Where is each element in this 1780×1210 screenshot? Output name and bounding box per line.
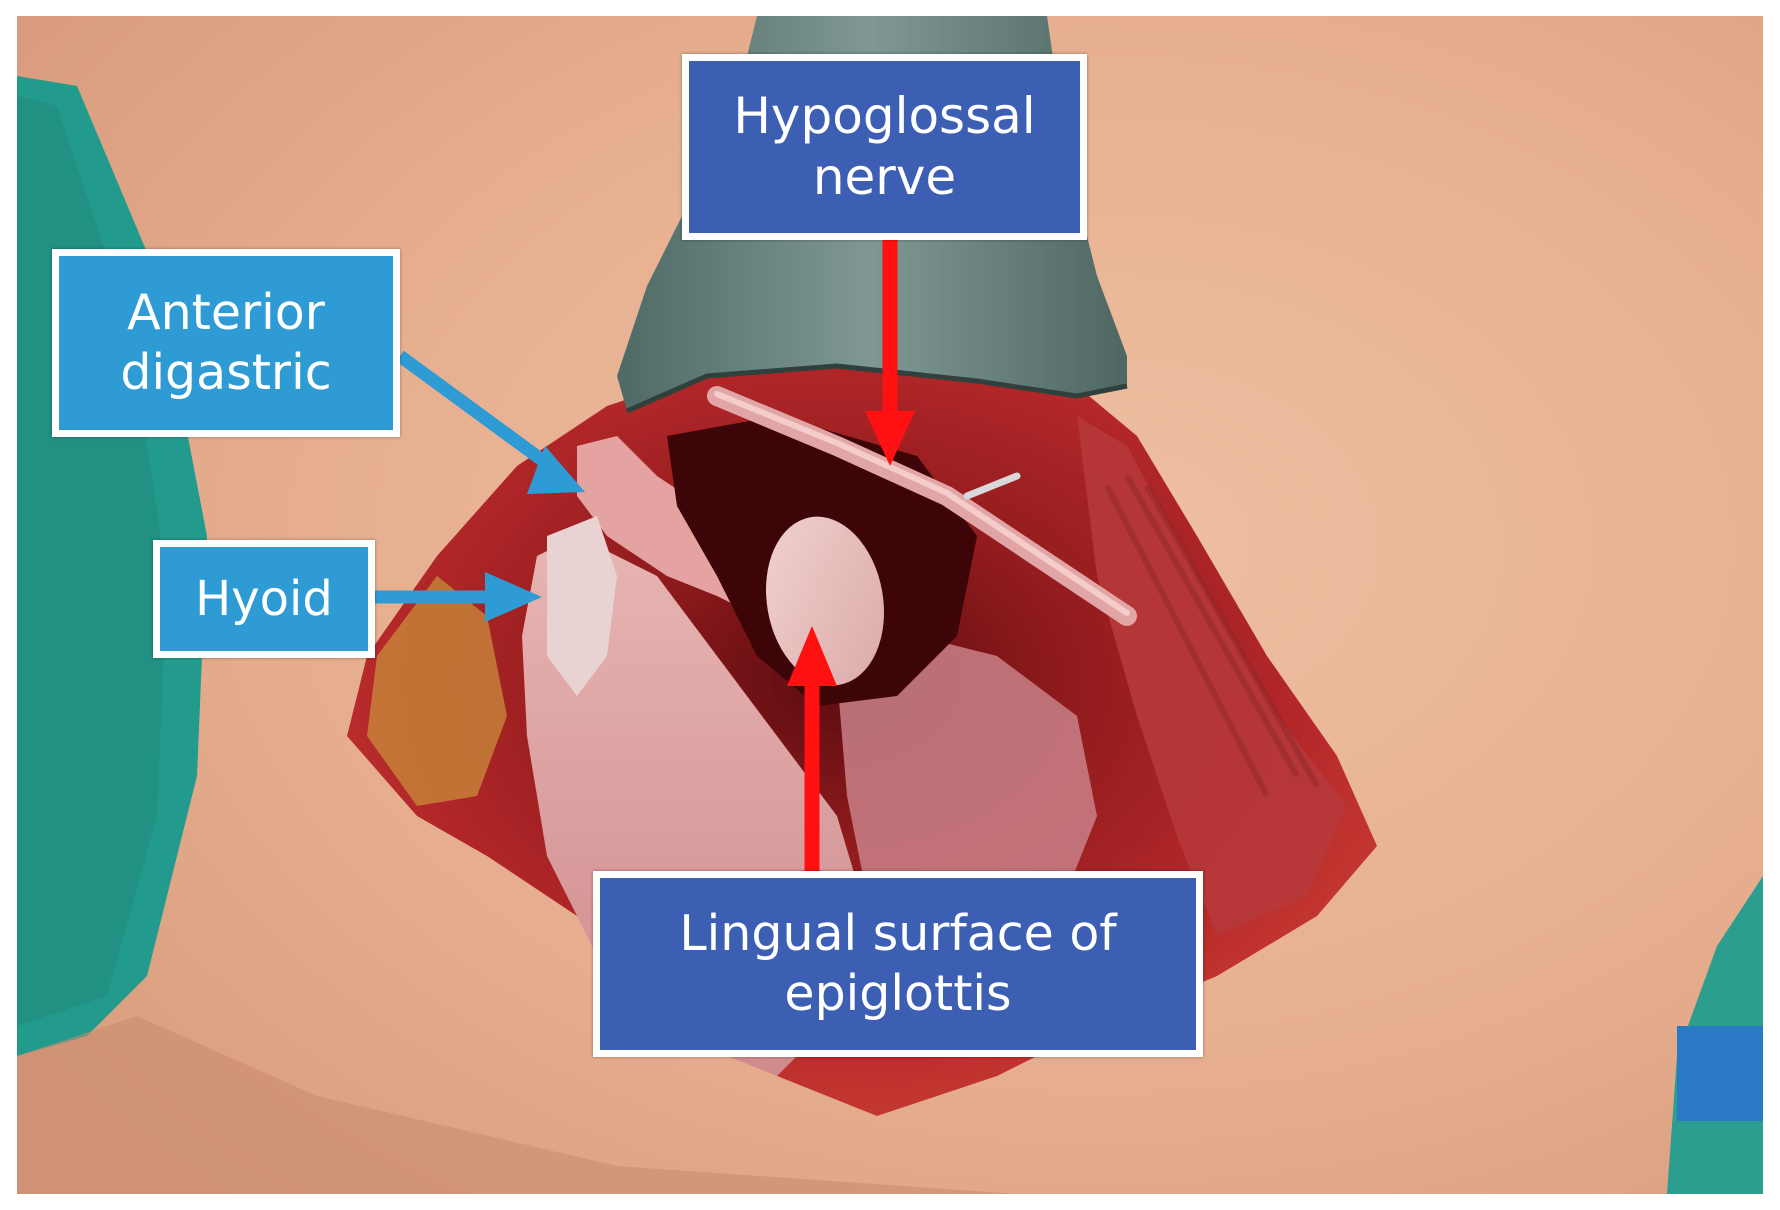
hyoid-arrow-head — [485, 572, 542, 622]
muscle-right-lines — [1104, 474, 1320, 798]
fat-tissue — [367, 576, 507, 806]
bottom-shadow — [17, 1016, 1017, 1194]
label-anterior-digastric-text: Anterior digastric — [120, 284, 332, 401]
epiglottis-arrow-head — [787, 626, 837, 686]
arrow-layer — [375, 240, 915, 871]
digastric-arrow-shaft — [396, 350, 561, 477]
nerve-highlight — [714, 391, 1130, 616]
digastric-arrow-head — [527, 446, 585, 494]
hyoid-bone — [547, 516, 617, 696]
muscle-right — [1077, 416, 1347, 936]
epiglottis — [766, 516, 884, 686]
surgical-photo: Hypoglossal nerve Anterior digastric Hyo… — [17, 16, 1763, 1194]
blue-instrument — [1677, 1026, 1763, 1121]
surgical-clip — [963, 472, 1021, 500]
label-hypoglossal-nerve: Hypoglossal nerve — [682, 54, 1087, 240]
hypoglossal-arrow-head — [865, 411, 915, 466]
retractor-edge — [625, 363, 1128, 414]
label-hyoid-text: Hyoid — [195, 570, 333, 627]
label-lingual-surface-of-epiglottis: Lingual surface of epiglottis — [593, 871, 1203, 1057]
label-hypoglossal-nerve-text: Hypoglossal nerve — [733, 87, 1036, 206]
label-hyoid: Hyoid — [153, 540, 375, 658]
label-anterior-digastric: Anterior digastric — [52, 249, 400, 437]
label-epiglottis-text: Lingual surface of epiglottis — [679, 905, 1117, 1022]
